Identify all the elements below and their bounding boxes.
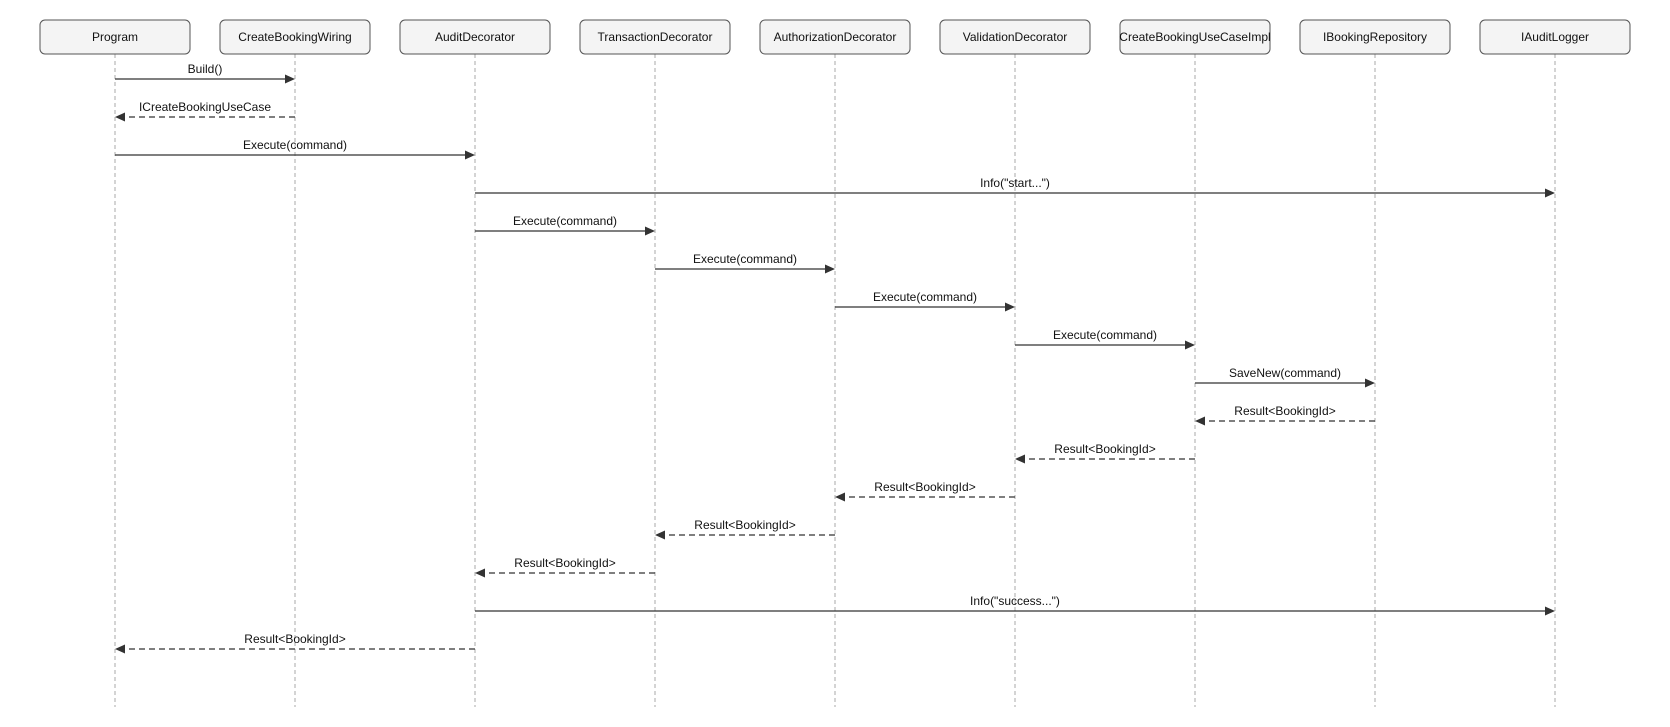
arrowhead (1545, 606, 1555, 616)
arrowhead (1185, 340, 1195, 350)
arrowhead (1365, 378, 1375, 388)
message: Execute(command) (1015, 328, 1195, 350)
participants: Program CreateBookingWiring AuditDecorator… (39, 19, 1631, 55)
participant: IAuditLogger (1479, 19, 1631, 55)
participant: CreateBookingUseCaseImpl (1119, 19, 1271, 55)
message: Info("success...") (475, 594, 1555, 616)
message-label: Execute(command) (693, 252, 797, 266)
message: Build() (115, 62, 295, 84)
message-label: ICreateBookingUseCase (139, 100, 271, 114)
arrowhead (1015, 454, 1025, 464)
arrowhead (1005, 302, 1015, 312)
arrowhead (1195, 416, 1205, 426)
participant-box (1479, 19, 1631, 55)
message-label: Execute(command) (513, 214, 617, 228)
participant-box (579, 19, 731, 55)
lifelines (114, 54, 1556, 707)
arrowhead (115, 644, 125, 654)
participant: CreateBookingWiring (219, 19, 371, 55)
message: Execute(command) (115, 138, 475, 160)
message-label: Info("success...") (970, 594, 1060, 608)
arrowhead (835, 492, 845, 502)
arrowhead (825, 264, 835, 274)
message: Result<BookingId> (115, 632, 475, 654)
message-label: Result<BookingId> (874, 480, 975, 494)
message-label: Result<BookingId> (694, 518, 795, 532)
arrowhead (465, 150, 475, 160)
message-label: Info("start...") (980, 176, 1050, 190)
participant-label: AuthorizationDecorator (774, 30, 897, 44)
participant-box (1119, 19, 1271, 55)
participant-label: CreateBookingUseCaseImpl (1119, 30, 1270, 44)
arrowhead (1545, 188, 1555, 198)
participant-label: IAuditLogger (1521, 30, 1589, 44)
message: ICreateBookingUseCase (115, 100, 295, 122)
message: Execute(command) (835, 290, 1015, 312)
participant-label: ValidationDecorator (963, 30, 1068, 44)
participant-box (399, 19, 551, 55)
message: Result<BookingId> (835, 480, 1015, 502)
message: Execute(command) (655, 252, 835, 274)
messages: Build() ICreateBookingUseCaseExecute(comm… (115, 62, 1555, 654)
message: Result<BookingId> (655, 518, 835, 540)
message-label: Execute(command) (243, 138, 347, 152)
participant-box (39, 19, 191, 55)
message-label: SaveNew(command) (1229, 366, 1341, 380)
arrowhead (285, 74, 295, 84)
message-label: Result<BookingId> (1054, 442, 1155, 456)
message-label: Result<BookingId> (514, 556, 615, 570)
participant: ValidationDecorator (939, 19, 1091, 55)
participant-label: TransactionDecorator (598, 30, 713, 44)
message-label: Execute(command) (873, 290, 977, 304)
participant: IBookingRepository (1299, 19, 1451, 55)
participant-label: AuditDecorator (435, 30, 515, 44)
participant-box (1299, 19, 1451, 55)
participant-label: Program (92, 30, 138, 44)
arrowhead (475, 568, 485, 578)
participant-label: CreateBookingWiring (238, 30, 351, 44)
message: Result<BookingId> (475, 556, 655, 578)
participant-box (219, 19, 371, 55)
message: Result<BookingId> (1015, 442, 1195, 464)
message-label: Result<BookingId> (1234, 404, 1335, 418)
message-label: Build() (188, 62, 223, 76)
arrowhead (645, 226, 655, 236)
message: Info("start...") (475, 176, 1555, 198)
arrowhead (115, 112, 125, 122)
participant: AuditDecorator (399, 19, 551, 55)
participant: Program (39, 19, 191, 55)
participant-label: IBookingRepository (1323, 30, 1427, 44)
message: Result<BookingId> (1195, 404, 1375, 426)
participant-box (939, 19, 1091, 55)
message: Execute(command) (475, 214, 655, 236)
participant: AuthorizationDecorator (759, 19, 911, 55)
participant: TransactionDecorator (579, 19, 731, 55)
message-label: Result<BookingId> (244, 632, 345, 646)
message: SaveNew(command) (1195, 366, 1375, 388)
participant-box (759, 19, 911, 55)
message-label: Execute(command) (1053, 328, 1157, 342)
arrowhead (655, 530, 665, 540)
